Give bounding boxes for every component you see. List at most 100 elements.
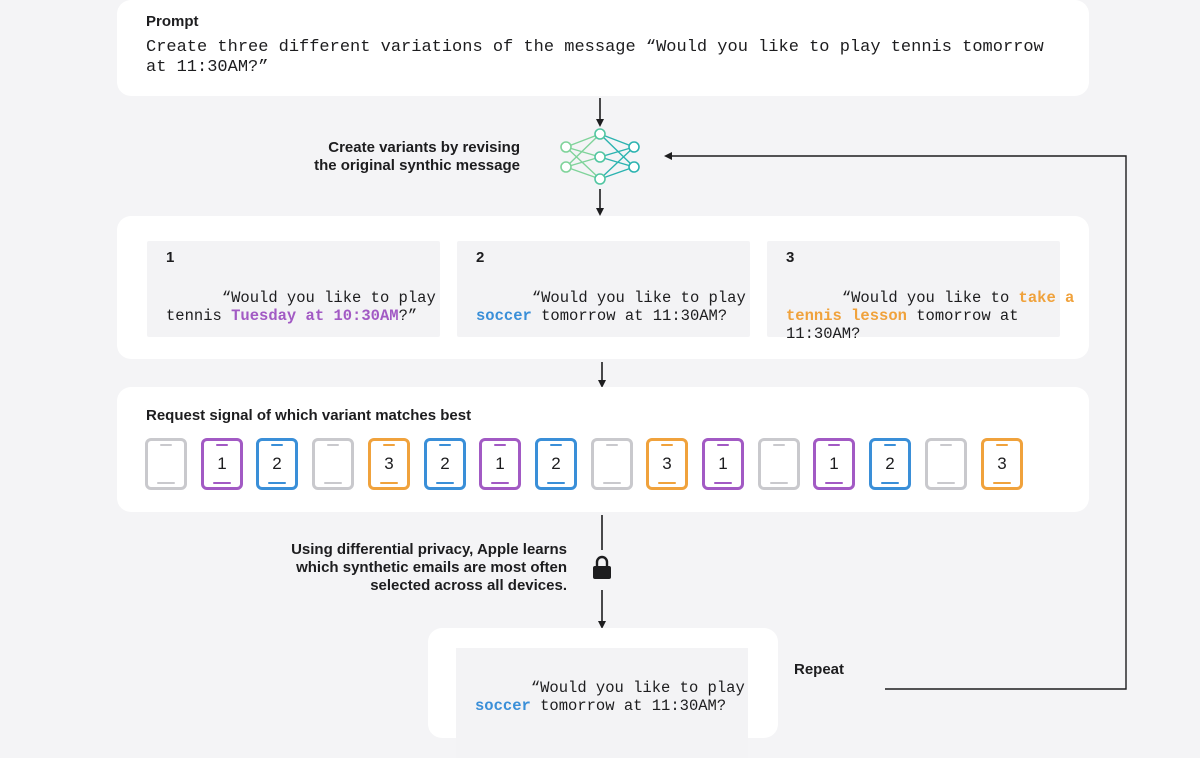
repeat-loop-line — [664, 152, 1127, 690]
phone-speaker — [661, 444, 673, 446]
phone-speaker — [717, 444, 729, 446]
phone-home-bar — [825, 482, 843, 484]
device-phone-icon: 1 — [813, 438, 855, 490]
variant-number: 3 — [786, 249, 795, 266]
device-choice-label: 1 — [718, 454, 728, 473]
device-choice-label: 3 — [662, 454, 672, 473]
phone-speaker — [494, 444, 506, 446]
variant-text: “Would you like to play tennis Tuesday a… — [166, 271, 456, 343]
device-phone-icon: 2 — [535, 438, 577, 490]
phone-speaker — [884, 444, 896, 446]
prompt-text: Create three different variations of the… — [146, 38, 1054, 77]
device-choice-label: 1 — [495, 454, 505, 473]
variant-text-part: “Would you like to play — [531, 289, 756, 307]
neural-network-icon — [560, 128, 640, 185]
phone-speaker — [439, 444, 451, 446]
device-phone-icon: 1 — [702, 438, 744, 490]
device-phone-icon: 2 — [869, 438, 911, 490]
device-choice-label: 2 — [272, 454, 282, 473]
device-choice-label: 2 — [440, 454, 450, 473]
variant-text-part: tomorrow at 11:30AM? — [531, 307, 728, 325]
phone-home-bar — [770, 482, 788, 484]
device-choice-label: 1 — [829, 454, 839, 473]
result-text-part: tomorrow at 11:30AM? — [530, 697, 727, 715]
device-choice-label: 3 — [997, 454, 1007, 473]
prompt-card: Prompt Create three different variations… — [117, 0, 1089, 96]
flow-connectors — [596, 98, 1127, 690]
result-highlight: soccer — [475, 697, 531, 715]
device-phone-icon — [758, 438, 800, 490]
signal-card: Request signal of which variant matches … — [117, 387, 1089, 512]
phone-home-bar — [491, 482, 509, 484]
variant-text: “Would you like to take a tennis lesson … — [786, 271, 1076, 361]
variant-text-part: ?” — [398, 307, 418, 325]
phone-home-bar — [993, 482, 1011, 484]
variant-number: 2 — [476, 249, 485, 266]
device-phone-icon: 3 — [981, 438, 1023, 490]
device-phone-icon: 1 — [201, 438, 243, 490]
variant-text-part: “Would you like to play tennis — [166, 289, 446, 325]
model-caption-line: the original synthic message — [314, 157, 520, 174]
privacy-caption: Using differential privacy, Apple learns… — [160, 541, 567, 595]
phone-speaker — [327, 444, 339, 446]
result-variant-box: “Would you like to play soccer tomorrow … — [456, 648, 748, 758]
phone-speaker — [940, 444, 952, 446]
phone-speaker — [828, 444, 840, 446]
phone-home-bar — [714, 482, 732, 484]
repeat-label: Repeat — [794, 661, 845, 678]
variant-highlight: soccer — [476, 307, 532, 325]
device-choice-label: 3 — [384, 454, 394, 473]
phone-speaker — [550, 444, 562, 446]
phone-home-bar — [436, 482, 454, 484]
variant-number: 1 — [166, 249, 175, 266]
phone-speaker — [216, 444, 228, 446]
device-phone-icon: 2 — [256, 438, 298, 490]
variant-highlight: take a tennis lesson — [786, 289, 1084, 325]
result-card: “Would you like to play soccer tomorrow … — [428, 628, 778, 758]
device-phone-icon: 2 — [424, 438, 466, 490]
device-choice-label: 1 — [217, 454, 227, 473]
phone-home-bar — [937, 482, 955, 484]
phone-home-bar — [547, 482, 565, 484]
privacy-caption-line: which synthetic emails are most often — [296, 559, 567, 576]
device-phone-icon: 3 — [368, 438, 410, 490]
variant-card-3: 3 “Would you like to take a tennis lesso… — [767, 241, 1074, 343]
phone-speaker — [271, 444, 283, 446]
phone-speaker — [383, 444, 395, 446]
device-phone-icon: 3 — [646, 438, 688, 490]
result-text-part: “Would you like to play — [530, 679, 755, 697]
phone-home-bar — [881, 482, 899, 484]
phone-home-bar — [324, 482, 342, 484]
phone-speaker — [606, 444, 618, 446]
variant-text-part: tomorrow at 11:30AM? — [786, 307, 1028, 343]
variant-card-2: 2 “Would you like to play soccer tomorro… — [457, 241, 750, 337]
device-row: 1 2 3 2 1 2 3 1 1 2 3 — [145, 438, 1045, 492]
variant-text-part: “Would you like to — [841, 289, 1019, 307]
device-phone-icon — [591, 438, 633, 490]
privacy-caption-line: Using differential privacy, Apple learns — [291, 541, 567, 558]
phone-home-bar — [157, 482, 175, 484]
prompt-title: Prompt — [146, 13, 199, 30]
variant-text: “Would you like to play soccer tomorrow … — [476, 271, 766, 343]
device-phone-icon — [312, 438, 354, 490]
phone-home-bar — [268, 482, 286, 484]
variants-card: 1 “Would you like to play tennis Tuesday… — [117, 216, 1089, 359]
phone-home-bar — [380, 482, 398, 484]
device-phone-icon: 1 — [479, 438, 521, 490]
device-choice-label: 2 — [885, 454, 895, 473]
result-text: “Would you like to play soccer tomorrow … — [475, 661, 745, 733]
signal-title: Request signal of which variant matches … — [146, 407, 472, 424]
lock-icon — [593, 555, 611, 579]
variant-highlight: Tuesday at 10:30AM — [231, 307, 399, 325]
device-choice-label: 2 — [551, 454, 561, 473]
device-phone-icon — [925, 438, 967, 490]
device-phone-icon — [145, 438, 187, 490]
phone-speaker — [996, 444, 1008, 446]
phone-home-bar — [213, 482, 231, 484]
phone-speaker — [160, 444, 172, 446]
phone-home-bar — [658, 482, 676, 484]
model-caption-line: Create variants by revising — [328, 139, 520, 156]
variant-card-1: 1 “Would you like to play tennis Tuesday… — [147, 241, 440, 337]
phone-speaker — [773, 444, 785, 446]
phone-home-bar — [603, 482, 621, 484]
